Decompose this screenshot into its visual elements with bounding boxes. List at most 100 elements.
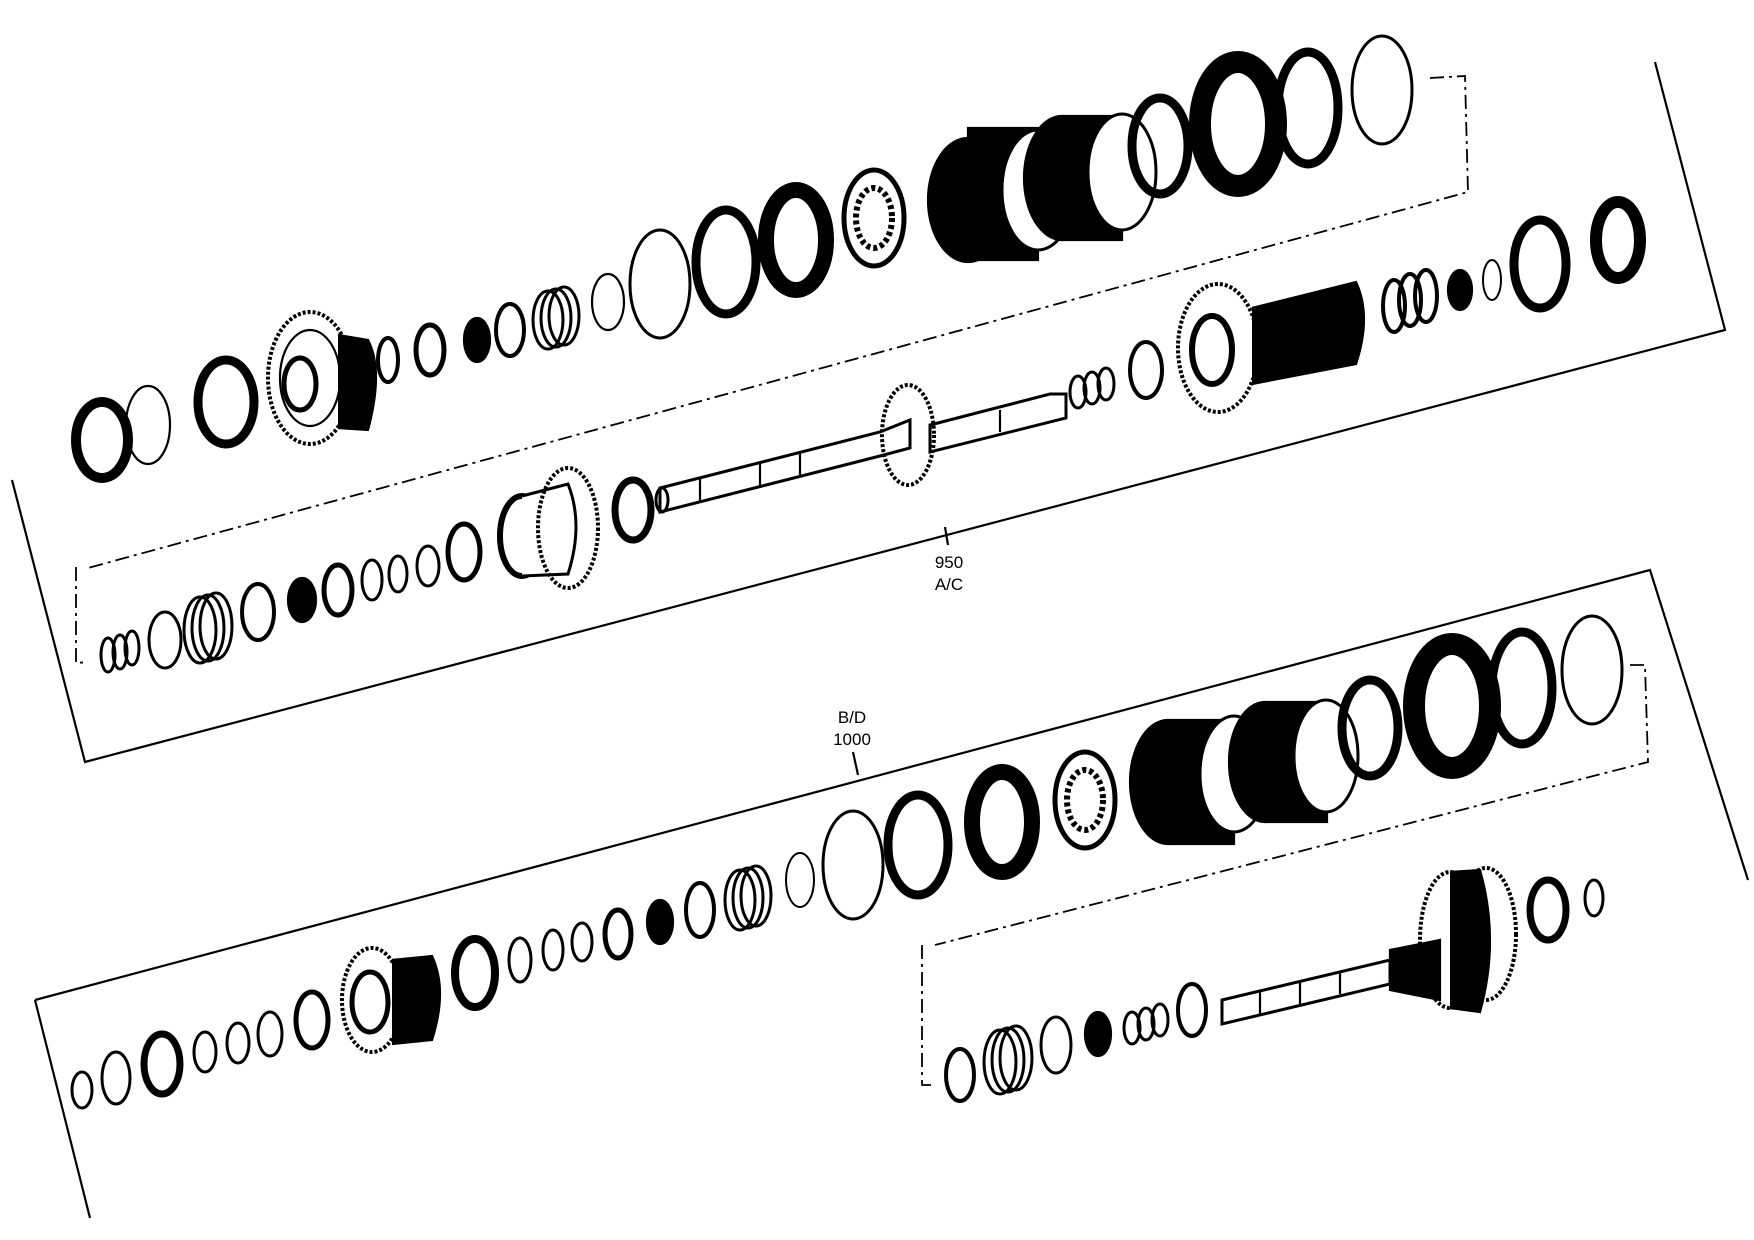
clutch-plate [1487, 627, 1557, 749]
needle-bearing [645, 898, 675, 946]
snap-ring [415, 544, 441, 588]
clutch-plate [1273, 47, 1343, 169]
washer [1176, 982, 1208, 1038]
washer [1128, 340, 1164, 400]
washer [240, 582, 276, 642]
callout-bd-1000-line-2: 1000 [833, 730, 871, 749]
roller-bearing [1052, 749, 1118, 851]
lower-top-parts-row [70, 614, 1624, 1110]
seal-ring [1590, 196, 1646, 284]
large-snap-ring [1350, 34, 1414, 146]
callout-bd-1000: B/D 1000 [812, 707, 892, 751]
snap-ring [124, 384, 172, 466]
snap-ring [360, 558, 384, 602]
snap-ring [1482, 259, 1502, 301]
callout-950-ac-line-1: 950 [934, 553, 964, 572]
snap-ring [1413, 268, 1439, 324]
snap-ring [256, 1010, 284, 1058]
washer [494, 302, 526, 358]
snap-ring [99, 636, 117, 674]
snap-ring [192, 1030, 218, 1074]
snap-ring [1096, 366, 1116, 402]
helical-gear-right [1176, 280, 1366, 414]
synchro-spring-pack [182, 591, 234, 665]
callout-950-ac-line-2: A/C [934, 575, 964, 594]
clutch-drum-pair [1128, 698, 1360, 846]
snap-ring [1583, 878, 1605, 918]
snap-ring [376, 336, 400, 384]
friction-disc [1189, 51, 1287, 197]
upper-top-parts-row [71, 34, 1414, 483]
snap-ring [590, 272, 626, 332]
upper-shaft-row [99, 196, 1646, 674]
washer [1039, 1015, 1073, 1075]
washer [413, 322, 447, 378]
washer [445, 521, 483, 583]
large-thrust-ring [628, 228, 692, 340]
lower-shaft-row [944, 866, 1605, 1103]
washer [147, 610, 183, 670]
snap-ring [111, 633, 129, 671]
snap-ring [1150, 1002, 1170, 1038]
needle-bearing [286, 576, 318, 624]
snap-ring [1397, 272, 1423, 328]
seal-ring [71, 397, 133, 483]
roller-bearing [841, 167, 907, 269]
bearing-race [1127, 93, 1193, 199]
snap-ring [100, 1050, 132, 1106]
assembly-brackets [75, 75, 1649, 1086]
washer [321, 562, 355, 618]
callout-leader-1000 [851, 751, 860, 776]
snap-ring [507, 936, 533, 984]
bearing [140, 1030, 184, 1098]
callout-950-ac: 950 A/C [909, 552, 989, 596]
bearing [1526, 876, 1570, 944]
snap-ring [541, 928, 565, 972]
callout-bd-1000-line-1: B/D [837, 708, 867, 727]
snap-ring [785, 852, 815, 908]
synchro-spring-pack [723, 864, 773, 932]
washer [293, 989, 331, 1051]
large-thrust-ring [821, 809, 885, 921]
helical-gear-upper-shaft [497, 466, 600, 590]
snap-ring [570, 921, 594, 963]
main-shaft [654, 383, 1068, 514]
helical-gear-output [1418, 866, 1518, 1014]
bearing [611, 476, 655, 544]
bearing [193, 355, 259, 449]
snap-ring [387, 554, 409, 594]
upper-assembly-boundary [10, 61, 1727, 764]
bearing [451, 935, 499, 1011]
snap-ring [944, 1047, 976, 1103]
lower-assembly-boundary [33, 568, 1750, 1219]
friction-disc [964, 764, 1040, 880]
callout-leader-950 [943, 526, 950, 546]
friction-disc [1403, 633, 1501, 779]
bearing-race [883, 790, 953, 900]
clutch-drum-pair [926, 112, 1158, 264]
output-shaft [1220, 938, 1442, 1026]
needle-bearing [1446, 268, 1474, 312]
bearing-race [1337, 675, 1403, 781]
needle-bearing [1083, 1010, 1113, 1058]
washer [684, 881, 716, 939]
snap-ring [1082, 370, 1102, 406]
large-snap-ring [1560, 614, 1624, 726]
helical-gear-upper-left [266, 310, 378, 446]
synchro-spring-pack [531, 285, 581, 351]
snap-ring [123, 629, 141, 667]
friction-disc [758, 182, 834, 298]
snap-ring [1381, 278, 1407, 334]
snap-ring [1136, 1006, 1156, 1042]
snap-ring [1122, 1010, 1142, 1046]
bearing-race [691, 205, 761, 319]
synchro-spring-pack [982, 1024, 1034, 1096]
snap-ring [1068, 374, 1088, 410]
snap-ring [70, 1070, 94, 1110]
snap-ring [225, 1021, 251, 1065]
bearing [1509, 215, 1571, 313]
helical-gear-lower-left [340, 946, 442, 1054]
washer [602, 907, 634, 961]
needle-bearing [462, 316, 492, 364]
